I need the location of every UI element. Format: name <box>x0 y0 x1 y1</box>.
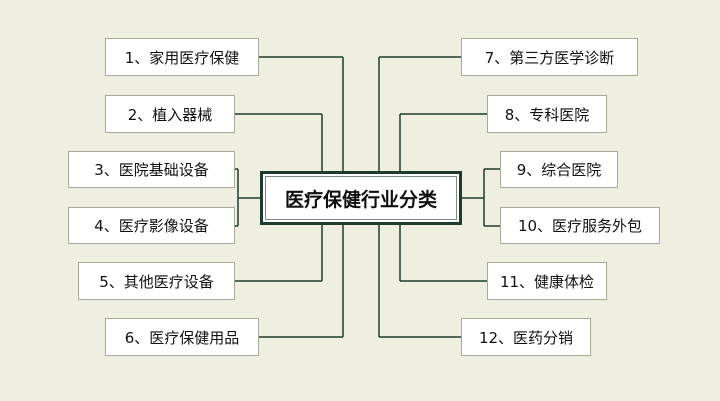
node-specialty-hospital: 8、专科医院 <box>487 95 607 133</box>
node-general-hospital: 9、综合医院 <box>500 151 618 188</box>
node-implant-devices: 2、植入器械 <box>105 95 235 133</box>
node-other-devices: 5、其他医疗设备 <box>78 262 235 300</box>
node-third-party-diagnostics: 7、第三方医学诊断 <box>461 38 638 76</box>
node-hospital-equipment: 3、医院基础设备 <box>68 151 235 188</box>
center-node: 医疗保健行业分类 <box>260 171 462 225</box>
node-pharma-distribution: 12、医药分销 <box>461 318 591 356</box>
node-healthcare-supplies: 6、医疗保健用品 <box>105 318 259 356</box>
node-imaging-equipment: 4、医疗影像设备 <box>68 207 235 244</box>
node-health-checkup: 11、健康体检 <box>487 262 607 300</box>
node-medical-outsourcing: 10、医疗服务外包 <box>500 207 660 244</box>
node-home-healthcare: 1、家用医疗保健 <box>105 38 259 76</box>
